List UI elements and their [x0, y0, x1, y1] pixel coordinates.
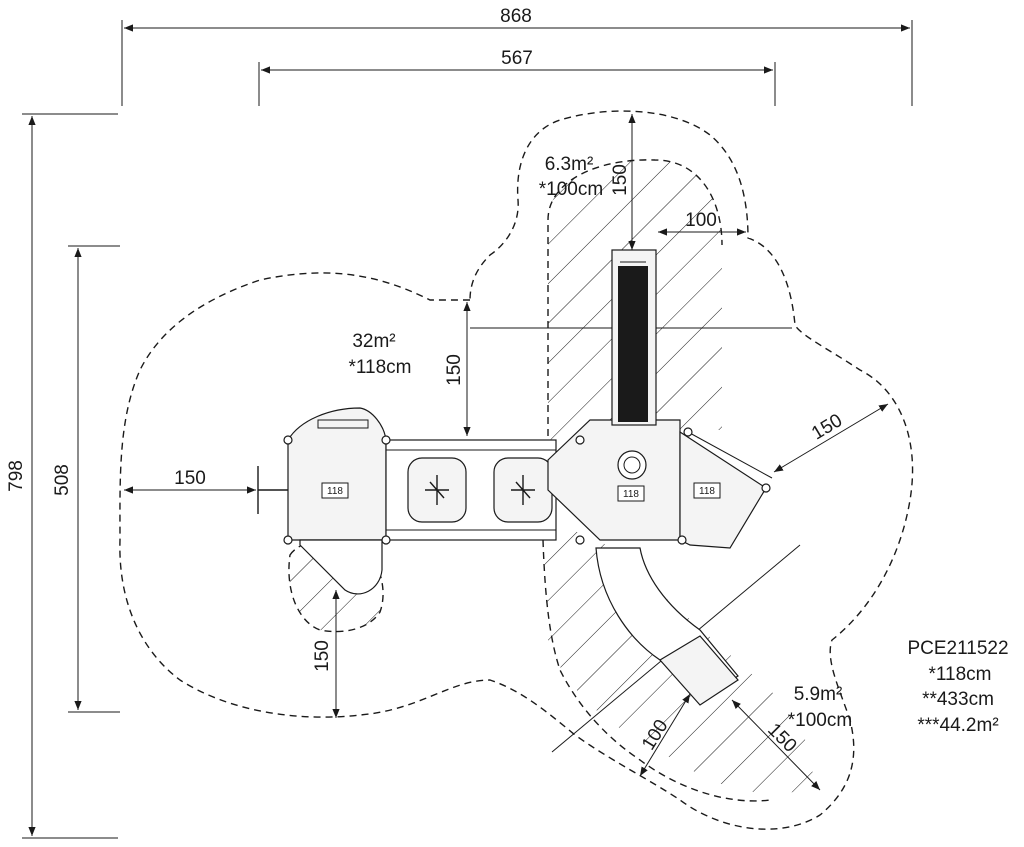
dim-slide-b-line: [731, 699, 821, 791]
left-slide-chute: [299, 539, 383, 595]
right-climbing-panel: [679, 430, 767, 549]
top-zone-height: *100cm: [539, 179, 603, 200]
deck-tag-box-left: [321, 482, 349, 499]
slide-zone-height: *100cm: [788, 710, 852, 731]
deck-tag-center: 118: [623, 489, 639, 500]
deck-tag-box-right: [693, 482, 721, 499]
deck-tag-left: 118: [327, 486, 343, 497]
product-area: ***44.2m²: [917, 715, 998, 736]
seat-symbol-left: [425, 475, 449, 505]
dim-right-clearance: 150: [808, 410, 846, 444]
dim-overall-width: 868: [500, 6, 532, 27]
dim-top-right-clearance: 150: [610, 164, 631, 196]
dim-top-right-width: 100: [685, 210, 717, 231]
dim-overall-height: 798: [6, 460, 27, 492]
dim-slide-a-line: [639, 693, 691, 777]
slide-zone-area: 5.9m²: [794, 684, 843, 705]
dim-bottom-left-clearance: 150: [312, 640, 333, 672]
dim-side-height: 508: [52, 464, 73, 496]
product-length: **433cm: [922, 689, 994, 710]
dim-left-clearance: 150: [174, 468, 206, 489]
product-free-height: *118cm: [928, 664, 991, 685]
climbing-tower-ladder: [618, 266, 648, 422]
climb-rail: [687, 431, 773, 479]
main-zone-height: *118cm: [348, 357, 411, 378]
deck-tag-box-center: [617, 485, 645, 502]
top-zone-outline: [547, 159, 723, 460]
dim-inner-width: 567: [501, 48, 533, 69]
top-zone-area: 6.3m²: [545, 154, 594, 175]
fire-pole: [623, 456, 641, 474]
slide-exit: [659, 635, 739, 706]
deck-tag-right: 118: [699, 486, 715, 497]
fire-pole-ring: [617, 450, 647, 480]
deck-rail: [317, 419, 369, 429]
main-zone-area: 32m²: [352, 331, 395, 352]
product-code: PCE211522: [907, 638, 1008, 659]
dim-right-line: [773, 403, 889, 473]
seat-symbol-right: [511, 475, 535, 505]
safety-zone-outline: [119, 110, 914, 830]
frame-joints: [283, 427, 771, 545]
dim-top-left-clearance: 150: [444, 354, 465, 386]
